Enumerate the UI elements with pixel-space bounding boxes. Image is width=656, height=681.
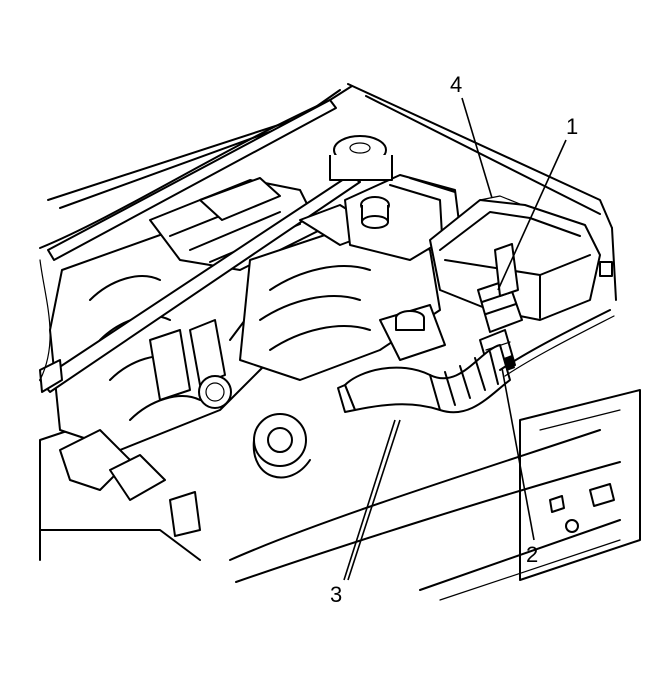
dipstick-tube (39, 99, 361, 393)
callout-labels: 1 2 3 4 (330, 72, 578, 607)
leader-lines (343, 97, 567, 581)
callout-4: 4 (450, 72, 462, 97)
engine-block-left (49, 209, 311, 451)
intake-manifold (149, 177, 321, 271)
pulleys (252, 413, 311, 479)
leader-3b (347, 419, 401, 581)
callout-2: 2 (526, 542, 538, 567)
leader-4 (461, 97, 493, 199)
washer-cap (329, 135, 393, 181)
leader-1 (497, 139, 567, 291)
right-fender-panel (519, 389, 641, 581)
intake-duct (337, 344, 511, 414)
leader-2 (501, 367, 535, 541)
callout-3: 3 (330, 582, 342, 607)
callout-1: 1 (566, 114, 578, 139)
brake-reservoir (379, 304, 446, 361)
wiring-harness (39, 259, 615, 381)
body-outline (39, 83, 621, 601)
left-components (39, 359, 201, 537)
oil-cap (198, 375, 232, 409)
leader-3a (343, 419, 396, 581)
